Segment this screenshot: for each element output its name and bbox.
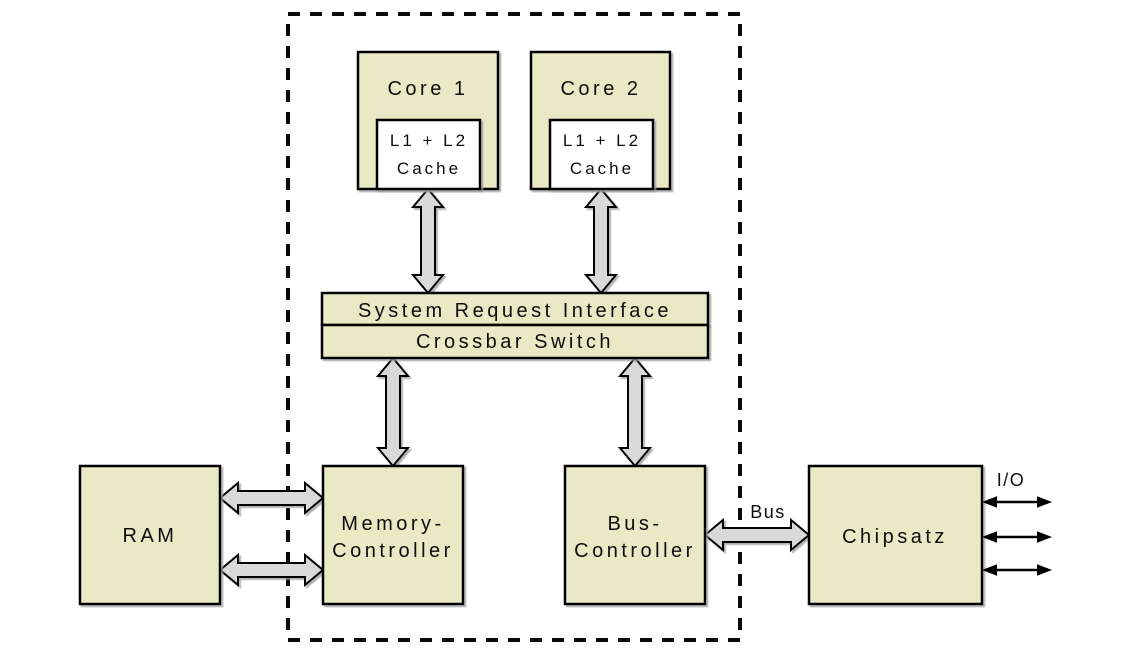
- arrow-crossbar-memory-controller: [375, 356, 411, 468]
- arrow-bus-controller-chipsatz: [703, 517, 811, 553]
- core2-label: Core 2: [560, 78, 641, 100]
- system-request-interface-label: System Request Interface: [358, 300, 672, 322]
- crossbar-switch-box: [320, 323, 710, 360]
- core1-label: Core 1: [387, 78, 468, 100]
- bus-controller-label-line2: Controller: [574, 540, 696, 562]
- system-request-interface-box: [320, 291, 710, 327]
- arrow-crossbar-bus-controller: [617, 356, 653, 468]
- bus-controller-box: [563, 464, 707, 606]
- cache1-box: [375, 118, 482, 191]
- cache2-label-line1: L1 + L2: [563, 131, 641, 150]
- arrow-ram-memory-controller-2: [218, 552, 325, 588]
- cache2-box: [548, 118, 655, 191]
- bus-controller-label-line1: Bus-: [607, 513, 662, 535]
- bus-edge-label: Bus: [750, 502, 786, 522]
- io-arrow-3: [982, 564, 1052, 576]
- memory-controller-label-line1: Memory-: [341, 513, 444, 535]
- arrow-core1-sri: [410, 187, 446, 295]
- memory-controller-label-line2: Controller: [332, 540, 454, 562]
- chipsatz-label: Chipsatz: [842, 526, 948, 548]
- cache1-label-line1: L1 + L2: [390, 131, 468, 150]
- ram-label: RAM: [123, 525, 178, 547]
- arrow-core2-sri: [583, 187, 619, 295]
- crossbar-switch-label: Crossbar Switch: [416, 331, 614, 353]
- cache1-label-line2: Cache: [397, 159, 461, 178]
- ram-box: [78, 464, 222, 606]
- cache2-label-line2: Cache: [570, 159, 634, 178]
- cpu-die-boundary: [286, 12, 742, 642]
- chipsatz-box: [807, 464, 984, 606]
- io-arrow-1: [982, 496, 1052, 508]
- memory-controller-box: [321, 464, 465, 606]
- io-arrow-2: [982, 531, 1052, 543]
- io-edge-label: I/O: [997, 470, 1026, 490]
- arrow-ram-memory-controller-1: [218, 480, 325, 516]
